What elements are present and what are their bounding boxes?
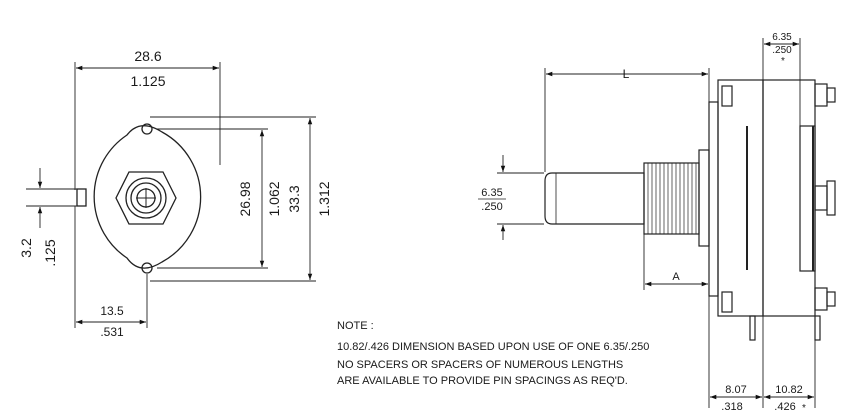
section-in-label: .250 bbox=[772, 45, 792, 56]
front-view bbox=[76, 123, 202, 274]
section-asterisk: * bbox=[781, 56, 785, 67]
thread-lines bbox=[647, 163, 697, 234]
hole-spacing-mm-label: 26.98 bbox=[237, 181, 253, 216]
hole-spacing-in-label: 1.062 bbox=[266, 181, 282, 216]
note-line-2: NO SPACERS OR SPACERS OF NUMEROUS LENGTH… bbox=[337, 359, 624, 371]
height-mm-label: 33.3 bbox=[286, 185, 302, 212]
side-view bbox=[544, 79, 836, 341]
width-mm-label: 28.6 bbox=[134, 48, 161, 64]
front-depth-in-label: .318 bbox=[721, 401, 742, 413]
anti-rotation-tab bbox=[76, 188, 87, 207]
tab-in-label: .125 bbox=[42, 239, 58, 266]
mounting-hole-top bbox=[141, 123, 153, 135]
width-in-label: 1.125 bbox=[130, 73, 165, 89]
rear-depth-mm-label: 10.82 bbox=[775, 384, 803, 396]
side-dimensions bbox=[478, 38, 816, 408]
note-line-1: 10.82/.426 DIMENSION BASED UPON USE OF O… bbox=[337, 341, 650, 353]
hex-nut bbox=[115, 171, 177, 225]
note-line-3: ARE AVAILABLE TO PROVIDE PIN SPACINGS AS… bbox=[337, 375, 628, 387]
terminal-pin-rear bbox=[814, 315, 821, 341]
section-mm-label: 6.35 bbox=[772, 32, 792, 43]
front-depth-mm-label: 8.07 bbox=[725, 384, 746, 396]
note-heading: NOTE : bbox=[337, 320, 374, 332]
rear-section bbox=[762, 79, 816, 317]
rear-depth-in-label: .426 bbox=[774, 401, 795, 413]
shaft-length-label: L bbox=[623, 67, 630, 81]
shaft bbox=[544, 172, 645, 225]
tab-mm-label: 3.2 bbox=[18, 238, 34, 258]
shaft-dia-in-label: .250 bbox=[481, 201, 502, 213]
potentiometer-body-outline bbox=[93, 125, 202, 269]
terminal-pin-front bbox=[749, 315, 756, 341]
mounting-hole-bottom bbox=[141, 262, 153, 274]
front-dimensions bbox=[26, 62, 316, 328]
front-plate bbox=[708, 101, 719, 297]
bushing-outer bbox=[125, 177, 167, 219]
housing bbox=[717, 79, 764, 317]
rear-depth-asterisk: * bbox=[802, 403, 806, 414]
offset-mm-label: 13.5 bbox=[100, 304, 124, 318]
bushing-length-label: A bbox=[672, 271, 680, 283]
height-in-label: 1.312 bbox=[316, 181, 332, 216]
shaft-dia-mm-label: 6.35 bbox=[481, 187, 502, 199]
bushing-inner bbox=[130, 182, 162, 214]
offset-in-label: .531 bbox=[100, 325, 124, 339]
